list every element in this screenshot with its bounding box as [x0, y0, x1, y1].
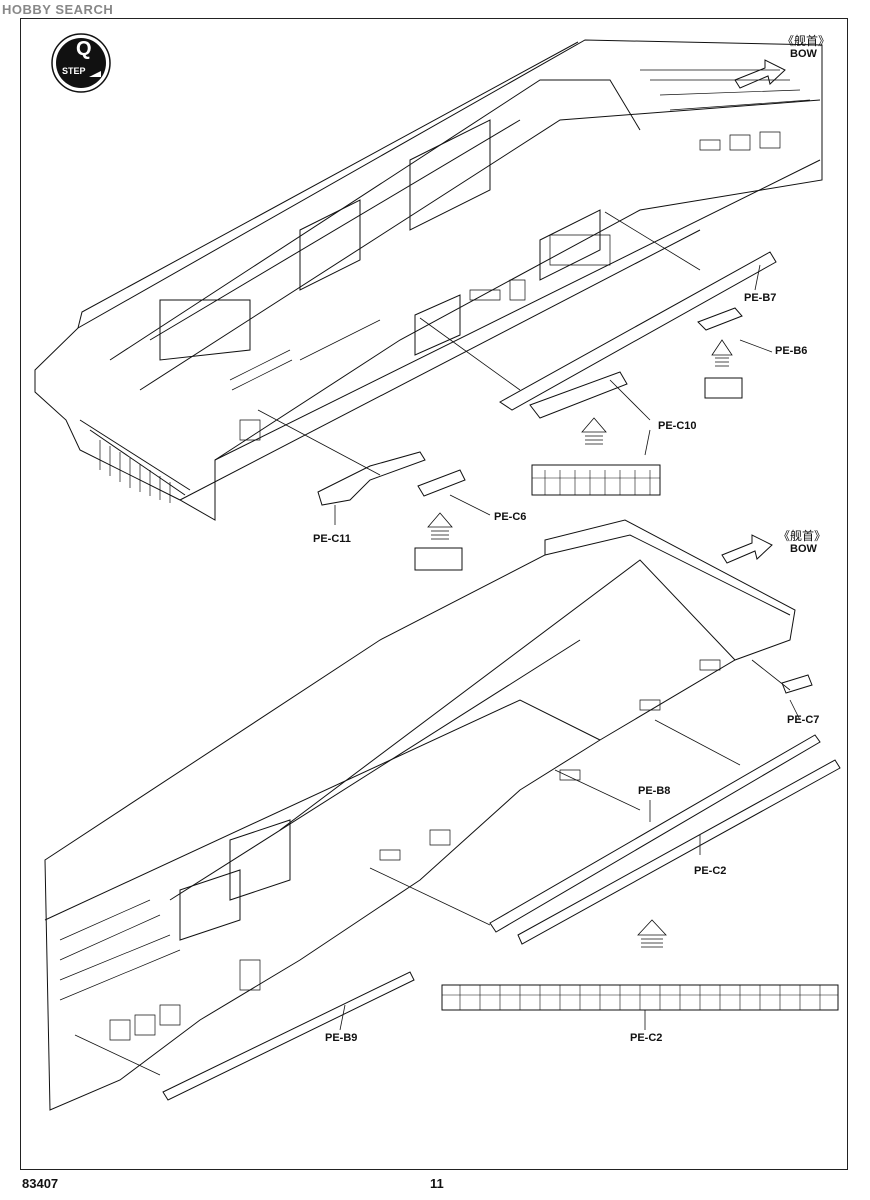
- lower-hull-section: [44, 519, 796, 1111]
- part-pe-c7: [781, 674, 813, 694]
- part-pe-b6: [697, 307, 743, 331]
- footer-page-number: 11: [430, 1176, 444, 1191]
- page-frame: [20, 18, 848, 1170]
- bow-label-cn-upper: 《舰首》: [782, 34, 831, 48]
- label-pe-b9: PE-B9: [325, 1032, 358, 1044]
- label-pe-c2-rail: PE-C2: [630, 1032, 663, 1044]
- watermark: HOBBY SEARCH: [2, 2, 114, 17]
- part-pe-c10-rail: [531, 464, 661, 496]
- leader-lines-upper: [257, 211, 773, 525]
- part-pe-c2-rail: [441, 984, 839, 1011]
- label-pe-b8: PE-B8: [638, 785, 671, 797]
- leader-lines-lower: [74, 659, 801, 1076]
- label-pe-c6: PE-C6: [494, 511, 527, 523]
- part-pe-b9: [162, 971, 415, 1101]
- step-letter: Q: [76, 38, 92, 60]
- part-pe-c6-rail: [414, 547, 463, 571]
- bow-arrow-icon-lower: [721, 534, 773, 564]
- part-pe-c10: [529, 371, 628, 419]
- part-pe-c2-strip: [517, 759, 841, 945]
- bow-label-en-lower: BOW: [790, 543, 817, 555]
- footer-product-code: 83407: [22, 1176, 59, 1191]
- bow-label-en-upper: BOW: [790, 48, 817, 60]
- part-pe-c11: [317, 451, 426, 506]
- label-pe-b7: PE-B7: [744, 292, 777, 304]
- part-pe-b8: [489, 734, 821, 933]
- bow-label-cn-lower: 《舰首》: [778, 529, 827, 543]
- part-pe-b6-rail: [704, 377, 743, 399]
- upper-hull-section: [34, 39, 823, 521]
- step-badge-icon: [51, 33, 111, 93]
- label-pe-c11: PE-C11: [313, 533, 351, 545]
- part-pe-c6: [417, 469, 466, 497]
- part-pe-b7: [499, 251, 777, 411]
- label-pe-c2-strip: PE-C2: [694, 865, 727, 877]
- label-pe-b6: PE-B6: [775, 345, 808, 357]
- label-pe-c10: PE-C10: [658, 420, 697, 432]
- step-word: STEP: [62, 66, 86, 76]
- bow-arrow-icon-upper: [734, 59, 786, 89]
- label-pe-c7: PE-C7: [787, 714, 820, 726]
